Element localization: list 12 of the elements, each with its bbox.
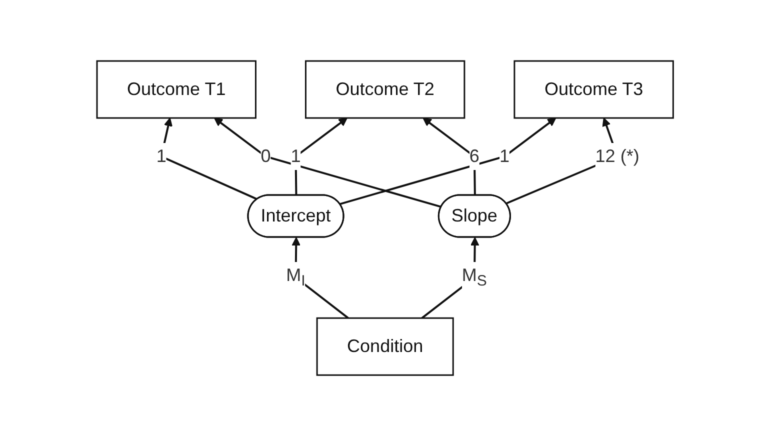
edge-label: 0 [260,146,271,166]
edge-label: 1 [156,146,166,166]
node-box: Outcome T3 [514,60,674,120]
edge-label: M$_{S}$ [462,265,487,290]
node-box: Outcome T1 [96,60,256,120]
node-box: Condition [316,318,454,376]
edge-label: 6 [469,146,480,166]
edge-label: 1 [290,146,301,166]
node-box: Outcome T2 [304,60,466,120]
edge-label: 1 [499,146,510,166]
edge-label: 12 (*) [595,146,640,166]
edge-label: M$_{I}$ [286,265,306,290]
